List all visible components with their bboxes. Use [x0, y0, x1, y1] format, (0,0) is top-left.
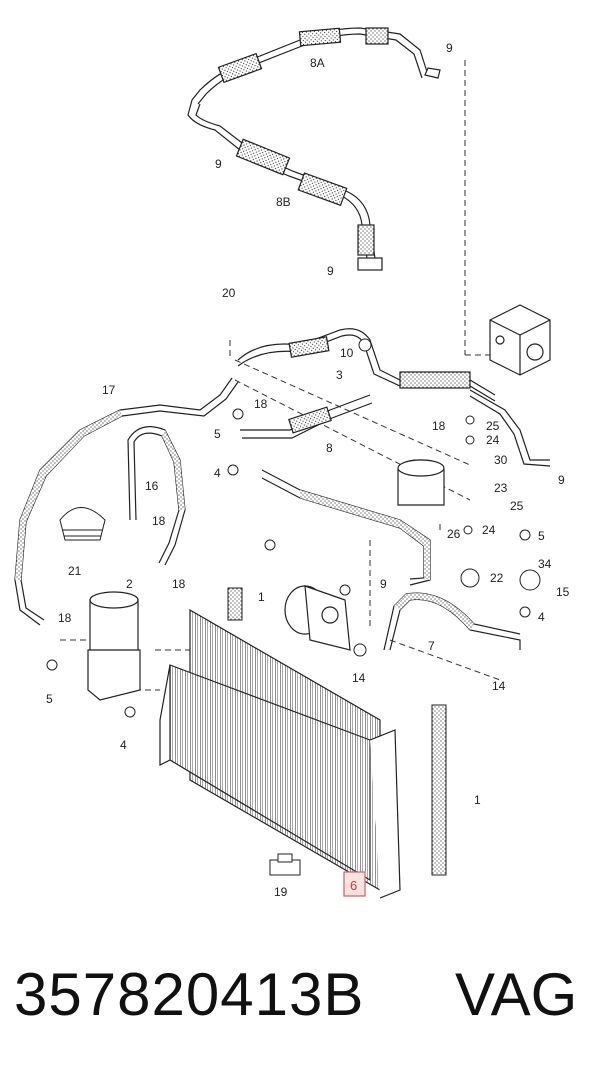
fasteners [46, 338, 541, 718]
callout-8a: 8A [310, 56, 325, 70]
side-seals [227, 587, 447, 876]
callout-15: 15 [556, 585, 570, 599]
callout-19: 19 [274, 885, 288, 899]
callout-4: 4 [214, 466, 221, 480]
highlighted-callout-box [343, 871, 366, 897]
callout-8: 8 [326, 441, 333, 455]
callout-9: 9 [327, 264, 334, 278]
accumulator-canister [397, 459, 445, 506]
dashed-leader-lines [60, 60, 501, 691]
hose-middle-long [261, 469, 431, 586]
callout-22: 22 [490, 571, 504, 585]
callout-4: 4 [538, 610, 545, 624]
callout-21: 21 [68, 564, 82, 578]
callout-14: 14 [492, 679, 506, 693]
callout-18: 18 [172, 577, 186, 591]
callout-labels: 8A 9 9 8B 9 20 10 3 17 18 18 5 8 4 16 21… [46, 41, 570, 899]
callout-8b: 8B [276, 195, 291, 209]
callout-20: 20 [222, 286, 236, 300]
callout-26: 26 [447, 527, 461, 541]
compressor [284, 585, 351, 651]
mount-19 [269, 853, 301, 876]
callout-1: 1 [258, 590, 265, 604]
callout-5: 5 [214, 427, 221, 441]
part-number: 357820413B [14, 961, 365, 1028]
callout-3: 3 [336, 368, 343, 382]
hose-17 [14, 377, 239, 626]
expansion-valve-block [489, 304, 551, 376]
callout-7: 7 [428, 639, 435, 653]
rubber-bushing [59, 507, 106, 541]
callout-18: 18 [432, 419, 446, 433]
receiver-drier [87, 591, 141, 701]
hose-7 [383, 592, 521, 651]
callout-14: 14 [352, 671, 366, 685]
hose-8 [237, 328, 551, 467]
callout-1: 1 [474, 793, 481, 807]
callout-30: 30 [494, 453, 508, 467]
hose-8b [187, 99, 383, 271]
callout-18: 18 [58, 611, 72, 625]
callout-24: 24 [486, 433, 500, 447]
hose-16 [127, 426, 186, 566]
callout-9: 9 [558, 473, 565, 487]
callout-18: 18 [254, 397, 268, 411]
callout-16: 16 [145, 479, 159, 493]
callout-34: 34 [538, 557, 552, 571]
callout-17: 17 [102, 383, 116, 397]
callout-9: 9 [380, 577, 387, 591]
callout-23: 23 [494, 481, 508, 495]
callout-9: 9 [215, 157, 222, 171]
callout-6-highlighted: 6 [350, 878, 357, 893]
callout-5: 5 [538, 529, 545, 543]
brand-label: VAG [455, 961, 578, 1028]
callout-18: 18 [152, 514, 166, 528]
callout-25: 25 [486, 419, 500, 433]
callout-9: 9 [446, 41, 453, 55]
callout-24: 24 [482, 523, 496, 537]
condenser [159, 608, 401, 899]
callout-10: 10 [340, 346, 354, 360]
callout-4: 4 [120, 738, 127, 752]
callout-2: 2 [126, 577, 133, 591]
ac-system-exploded-diagram: 8A 9 9 8B 9 20 10 3 17 18 18 5 8 4 16 21… [14, 27, 570, 899]
callout-5: 5 [46, 692, 53, 706]
part-info-footer: 357820413B VAG [0, 950, 600, 1040]
hose-8a [191, 27, 441, 105]
callout-25: 25 [510, 499, 524, 513]
